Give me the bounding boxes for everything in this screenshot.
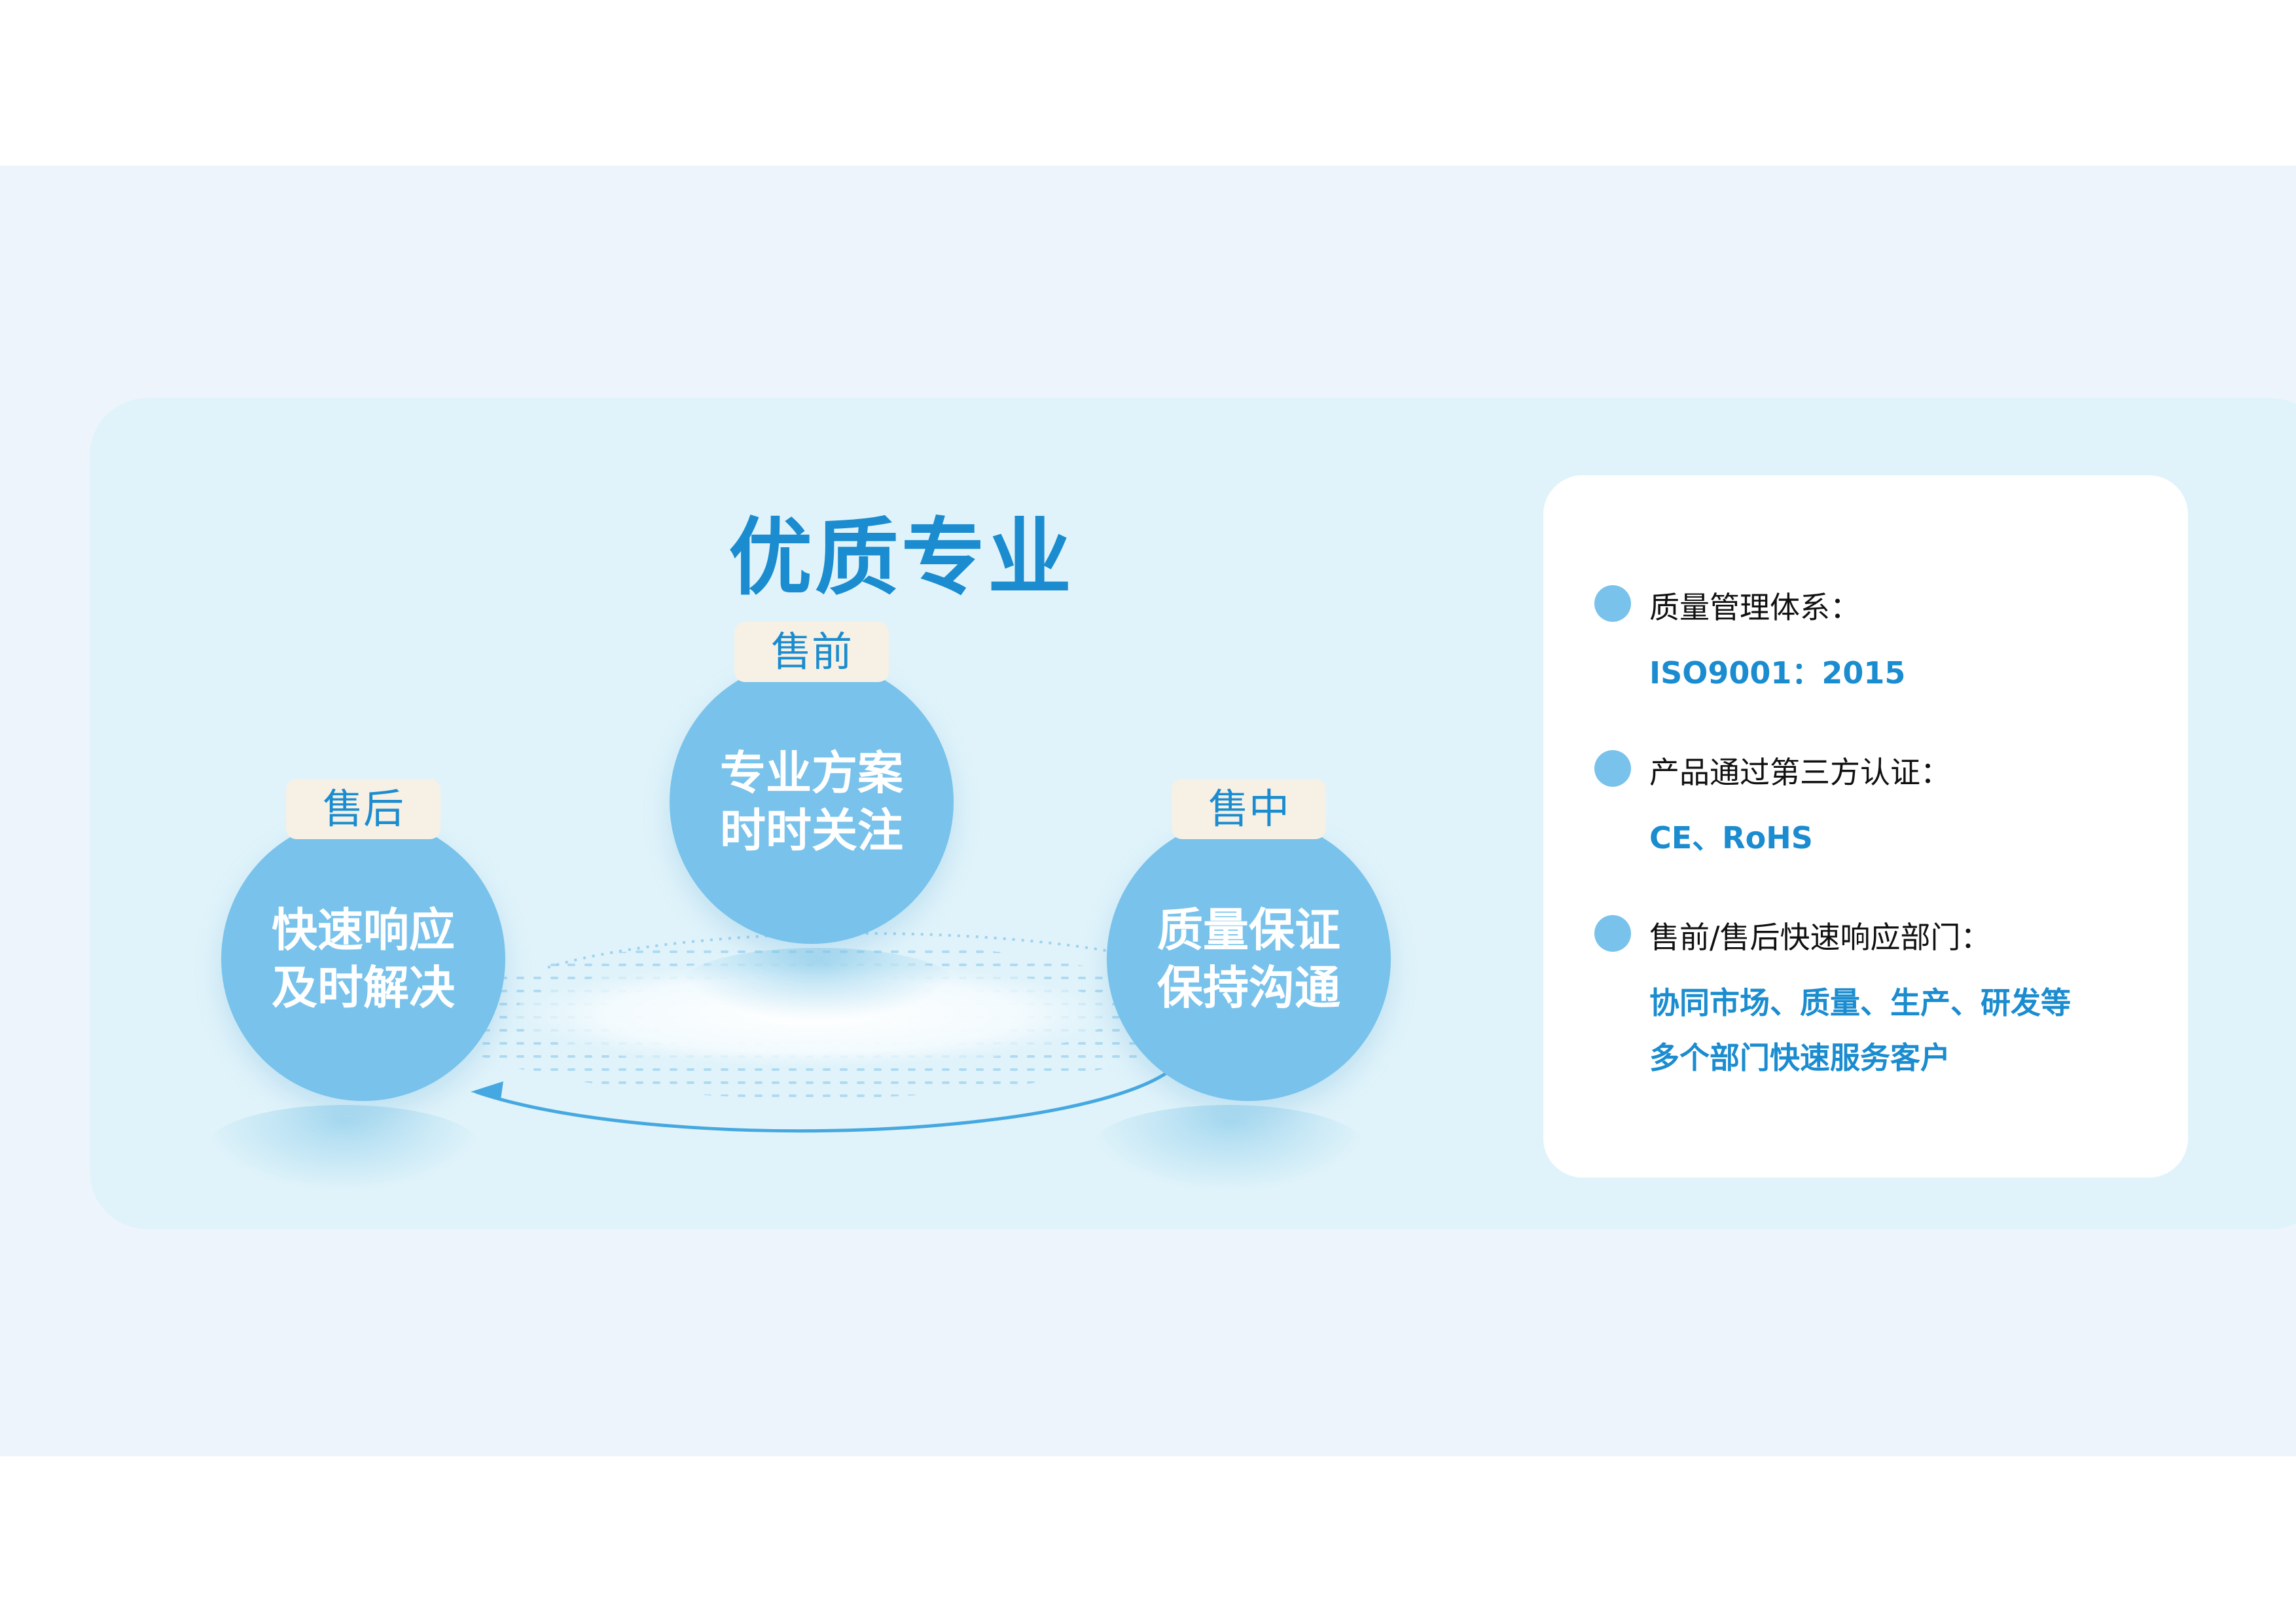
reflection-pre xyxy=(681,948,956,1020)
bullet-dot-icon xyxy=(1594,915,1631,952)
bullet-dot-icon xyxy=(1594,750,1631,787)
cycle-ring-graphic xyxy=(439,932,1185,1133)
info-panel: 质量管理体系： ISO9001：2015 产品通过第三方认证： CE、RoHS … xyxy=(1543,475,2188,1178)
node-after-sales-line2: 及时解决 xyxy=(272,961,455,1015)
node-after-sales: 快速响应 及时解决 售后 xyxy=(221,779,505,1101)
bullet-dot-icon xyxy=(1594,585,1631,622)
info-item-label: 产品通过第三方认证： xyxy=(1649,755,1950,790)
reflection-after xyxy=(206,1105,481,1190)
info-item-label: 售前/售后快速响应部门： xyxy=(1649,920,1991,955)
node-mid-sales-line2: 保持沟通 xyxy=(1157,961,1340,1015)
node-after-sales-line1: 快速响应 xyxy=(272,903,455,957)
reflection-mid xyxy=(1091,1105,1366,1190)
node-mid-sales-circle: 质量保证 保持沟通 xyxy=(1107,817,1391,1101)
node-pre-sales-tag: 售前 xyxy=(734,622,889,682)
cycle-arrow-head-icon xyxy=(471,1081,503,1100)
node-pre-sales-line1: 专业方案 xyxy=(720,746,903,800)
service-card: 优质专业 专业方案 时时关注 售前 快速响应 及时解决 售后 质量保证 保持沟通 xyxy=(90,398,2296,1229)
node-pre-sales: 专业方案 时时关注 售前 xyxy=(670,622,954,944)
node-after-sales-tag: 售后 xyxy=(286,779,440,839)
cycle-arrow-line xyxy=(475,1064,1177,1133)
node-mid-sales: 质量保证 保持沟通 售中 xyxy=(1107,779,1391,1101)
node-mid-sales-tag: 售中 xyxy=(1172,779,1326,839)
node-mid-sales-line1: 质量保证 xyxy=(1157,903,1340,957)
info-item-value: CE、RoHS xyxy=(1649,820,1813,856)
info-item-label: 质量管理体系： xyxy=(1649,590,1860,625)
info-item-value: ISO9001：2015 xyxy=(1649,655,1906,691)
headline: 优质专业 xyxy=(728,509,1074,607)
node-pre-sales-line2: 时时关注 xyxy=(720,804,903,857)
node-after-sales-circle: 快速响应 及时解决 xyxy=(221,817,505,1101)
node-pre-sales-circle: 专业方案 时时关注 xyxy=(670,660,954,944)
info-item-value: 协同市场、质量、生产、研发等 多个部门快速服务客户 xyxy=(1649,985,2071,1075)
